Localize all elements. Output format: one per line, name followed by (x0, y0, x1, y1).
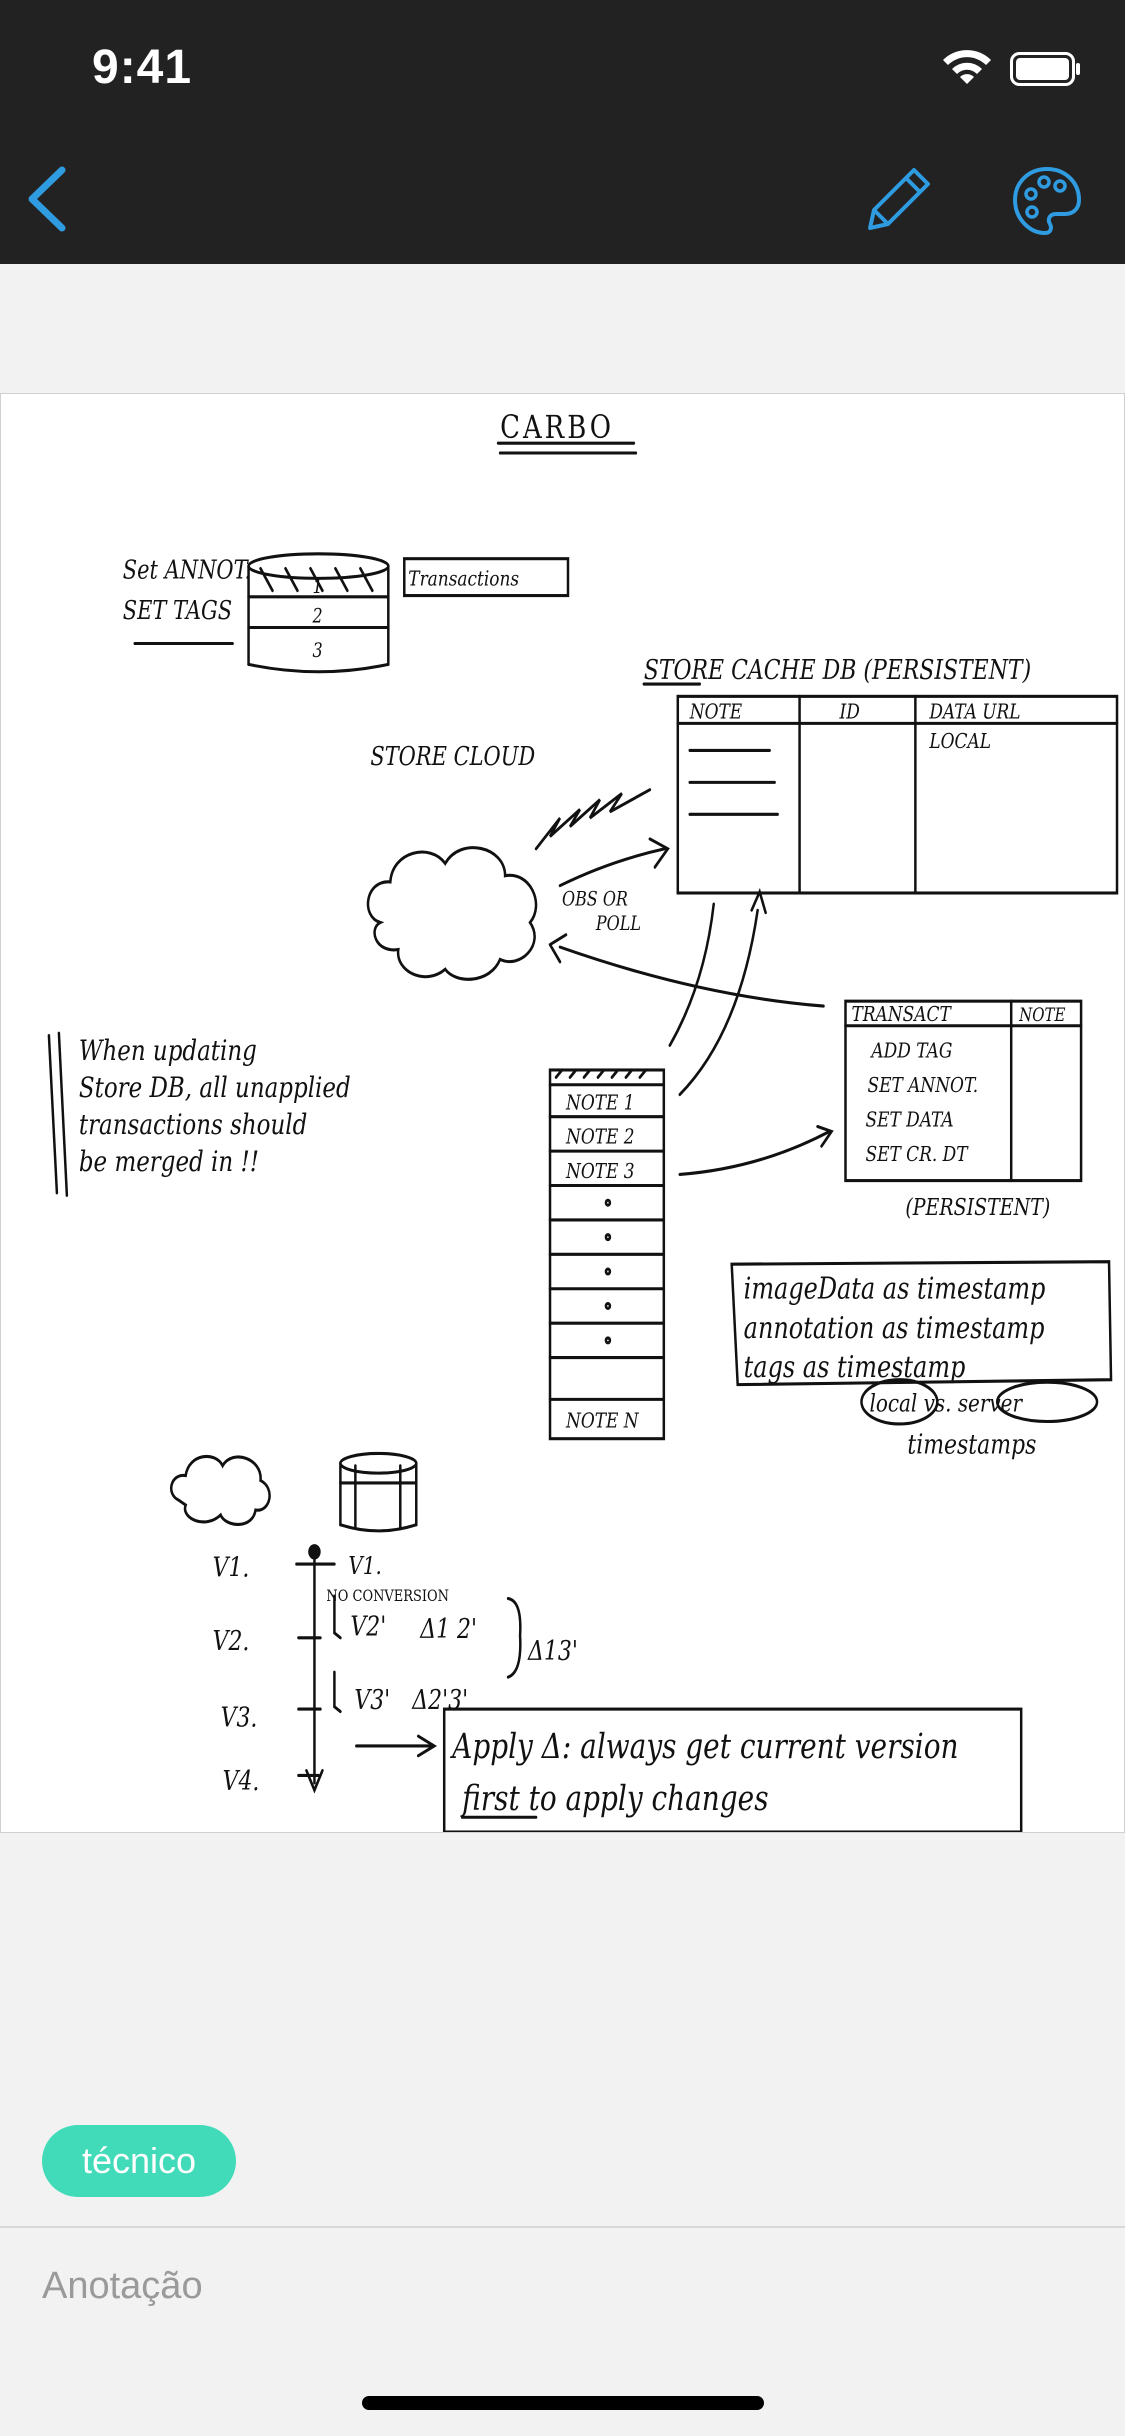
sketch-local-server: local vs. server (869, 1390, 1023, 1419)
sketch-apply-line-2: first to apply changes (460, 1779, 768, 1819)
sketch-v3-label: V3' (354, 1684, 390, 1716)
sketch-label-persistent: (PERSISTENT) (905, 1194, 1050, 1221)
sketch-col-note: NOTE (689, 700, 742, 724)
sketch-label-obs-or: OBS OR (562, 888, 628, 911)
palette-icon[interactable] (1010, 164, 1084, 238)
sketch-label-set-annot: Set ANNOT. (123, 554, 251, 585)
sketch-merge-note-2: Store DB, all unapplied (79, 1072, 351, 1105)
sketch-note-n: NOTE N (565, 1409, 640, 1433)
sketch-delta23: Δ2'3' (411, 1684, 468, 1716)
sketch-label-store-cloud: STORE CLOUD (370, 741, 535, 772)
sketch-timestamp-3: tags as timestamp (744, 1351, 966, 1385)
back-button[interactable] (18, 164, 78, 234)
sketch-title: CARBO (500, 409, 614, 446)
annotation-input[interactable] (40, 2250, 1084, 2322)
status-time: 9:41 (92, 41, 193, 94)
sketch-image[interactable]: CARBO Set ANNOT. SET TAGS Transactions 1… (0, 393, 1125, 1833)
tag-chip-tecnico[interactable]: técnico (42, 2125, 237, 2197)
divider (0, 2226, 1125, 2228)
nav-bar (0, 132, 1125, 264)
home-indicator (362, 2396, 764, 2410)
sketch-v1-label: V1. (348, 1552, 381, 1581)
sketch-version-1: V1. (213, 1551, 250, 1583)
status-bar: 9:41 (0, 0, 1125, 132)
sketch-version-3: V3. (221, 1701, 258, 1733)
sketch-transact-row-2: SET ANNOT. (867, 1073, 978, 1097)
sketch-note-3: NOTE 3 (565, 1159, 634, 1183)
sketch-timestamp-2: annotation as timestamp (744, 1312, 1045, 1346)
sketch-note-1: NOTE 1 (565, 1091, 634, 1115)
sketch-label-transactions: Transactions (408, 567, 519, 591)
wifi-icon (943, 50, 991, 84)
sketch-no-conversion: NO CONVERSION (326, 1587, 449, 1606)
sketch-label-transact: TRANSACT (851, 1002, 951, 1026)
sketch-version-4: V4. (223, 1765, 260, 1797)
sketch-timestamps-word: timestamps (907, 1428, 1036, 1460)
sketch-drawing: CARBO Set ANNOT. SET TAGS Transactions 1… (47, 409, 1119, 1832)
sketch-apply-line-1: Apply Δ: always get current version (450, 1728, 959, 1768)
sketch-row-3: 3 (312, 639, 322, 662)
pencil-icon[interactable] (862, 162, 936, 236)
sketch-delta12: Δ1 2' (419, 1613, 477, 1645)
sketch-merge-note-1: When updating (79, 1035, 257, 1068)
sketch-col-id: ID (839, 700, 860, 724)
sketch-timestamp-1: imageData as timestamp (744, 1272, 1046, 1306)
chevron-left-icon (28, 166, 66, 232)
sketch-row-2: 2 (312, 605, 323, 628)
sketch-transact-row-3: SET DATA (865, 1108, 953, 1132)
sketch-note-2: NOTE 2 (565, 1125, 634, 1149)
sketch-v2-label: V2' (350, 1610, 386, 1642)
sketch-label-poll: POLL (595, 912, 641, 935)
sketch-label-set-tags: SET TAGS (123, 595, 232, 626)
sketch-merge-note-3: transactions should (79, 1109, 307, 1142)
battery-icon (1010, 52, 1080, 86)
sketch-merge-note-4: be merged in !! (79, 1146, 259, 1179)
sketch-version-2: V2. (213, 1625, 250, 1657)
sketch-col-data-url: DATA URL (928, 700, 1020, 724)
sketch-transact-row-4: SET CR. DT (865, 1142, 968, 1166)
sketch-transact-row-1: ADD TAG (870, 1039, 953, 1063)
sketch-row-1: 1 (312, 576, 322, 599)
sketch-label-store-cache: STORE CACHE DB (PERSISTENT) (644, 654, 1031, 686)
sketch-local: LOCAL (928, 729, 991, 753)
sketch-delta13: Δ13' (527, 1635, 578, 1667)
sketch-label-note-col: NOTE (1018, 1003, 1065, 1025)
